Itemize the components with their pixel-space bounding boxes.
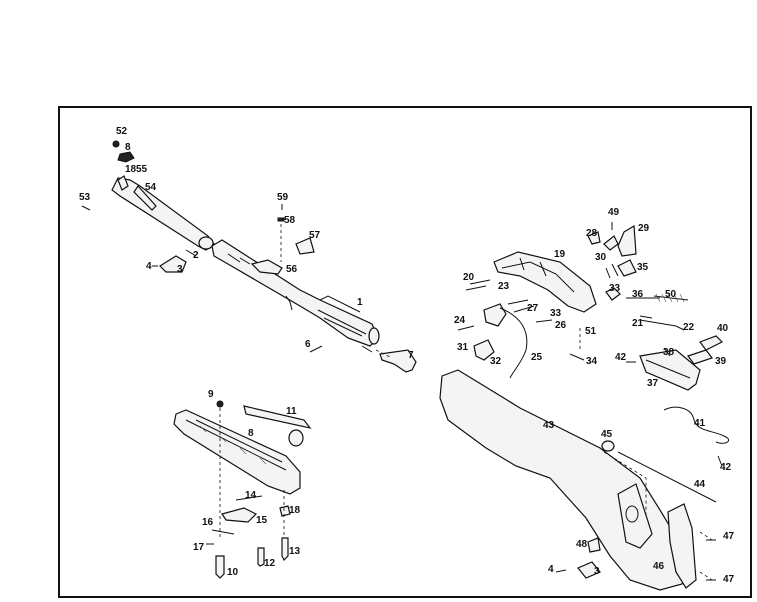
part-number-label-p27: 27 bbox=[527, 303, 539, 314]
part-number-label-p43: 43 bbox=[543, 420, 555, 431]
part-number-label-p56: 56 bbox=[286, 264, 298, 275]
part-number-label-p4a: 4 bbox=[146, 261, 152, 272]
butt-swivel-parts bbox=[555, 537, 601, 579]
part-number-label-p20: 20 bbox=[463, 272, 475, 283]
part-number-label-p38: 38 bbox=[663, 347, 675, 358]
part-number-label-p58: 58 bbox=[284, 215, 296, 226]
diagram-frame bbox=[58, 106, 752, 598]
part-number-label-p16: 16 bbox=[202, 517, 214, 528]
part-number-label-p7: 7 bbox=[408, 350, 414, 361]
part-number-label-p54: 54 bbox=[145, 182, 157, 193]
part-number-label-p49: 49 bbox=[608, 207, 620, 218]
part-number-label-p48: 48 bbox=[576, 539, 588, 550]
part-number-label-p32: 32 bbox=[490, 356, 502, 367]
receiver-group bbox=[457, 222, 724, 379]
part-number-label-p59: 59 bbox=[277, 192, 289, 203]
part-number-label-p24: 24 bbox=[454, 315, 466, 326]
part-number-label-p52: 52 bbox=[116, 126, 128, 137]
rear-sight-parts bbox=[277, 204, 315, 262]
part-number-label-p29: 29 bbox=[638, 223, 650, 234]
part-number-label-p35: 35 bbox=[637, 262, 649, 273]
part-number-label-p57: 57 bbox=[309, 230, 321, 241]
part-number-label-p9: 9 bbox=[208, 389, 214, 400]
part-number-label-p6: 6 bbox=[305, 339, 311, 350]
part-number-label-p46: 46 bbox=[653, 561, 665, 572]
part-number-label-p2: 2 bbox=[193, 250, 199, 261]
part-number-label-p3a: 3 bbox=[177, 264, 183, 275]
part-number-label-p3b: 3 bbox=[594, 566, 600, 577]
part-number-label-p25: 25 bbox=[531, 352, 543, 363]
trigger-housing bbox=[626, 347, 701, 391]
part-number-label-p12: 12 bbox=[264, 558, 276, 569]
part-number-label-p11: 11 bbox=[286, 406, 297, 417]
part-number-label-p42b: 42 bbox=[720, 462, 732, 473]
stock bbox=[439, 369, 729, 591]
part-number-label-p36: 36 bbox=[632, 289, 644, 300]
part-number-label-p10: 10 bbox=[227, 567, 239, 578]
part-number-label-p41: 41 bbox=[694, 418, 706, 429]
part-number-label-p30: 30 bbox=[595, 252, 607, 263]
part-number-label-p31: 31 bbox=[457, 342, 469, 353]
part-number-label-p47a: 47 bbox=[723, 531, 735, 542]
part-number-label-p28: 28 bbox=[586, 228, 598, 239]
barrel-assembly bbox=[111, 175, 380, 353]
part-number-label-p51: 51 bbox=[585, 326, 597, 337]
part-number-label-p18b: 18 bbox=[289, 505, 301, 516]
part-number-label-p22: 22 bbox=[683, 322, 695, 333]
part-number-label-p18: 18 bbox=[125, 164, 137, 175]
part-number-label-p8a: 8 bbox=[125, 142, 131, 153]
bolt-and-pin bbox=[309, 345, 417, 373]
part-number-label-p14: 14 bbox=[245, 490, 257, 501]
part-number-label-p13: 13 bbox=[289, 546, 301, 557]
part-number-label-p33a: 33 bbox=[609, 283, 621, 294]
part-number-label-p53: 53 bbox=[79, 192, 91, 203]
part-number-label-p26: 26 bbox=[555, 320, 567, 331]
part-number-label-p42a: 42 bbox=[615, 352, 627, 363]
part-number-label-p17: 17 bbox=[193, 542, 205, 553]
front-sight-parts bbox=[81, 140, 197, 273]
part-number-label-p15: 15 bbox=[256, 515, 268, 526]
part-number-label-p40: 40 bbox=[717, 323, 729, 334]
part-number-label-p4b: 4 bbox=[548, 564, 554, 575]
part-number-label-p47b: 47 bbox=[723, 574, 735, 585]
part-number-label-p33b: 33 bbox=[550, 308, 562, 319]
part-number-label-p45: 45 bbox=[601, 429, 613, 440]
part-number-label-p21: 21 bbox=[632, 318, 644, 329]
part-number-label-p44: 44 bbox=[694, 479, 706, 490]
part-number-label-p37: 37 bbox=[647, 378, 659, 389]
part-number-label-p39: 39 bbox=[715, 356, 727, 367]
handguard-group bbox=[173, 400, 312, 579]
part-number-label-p19: 19 bbox=[554, 249, 566, 260]
part-number-label-p34: 34 bbox=[586, 356, 598, 367]
part-number-label-p50: 50 bbox=[665, 289, 677, 300]
part-number-label-p1: 1 bbox=[357, 297, 363, 308]
part-number-label-p23: 23 bbox=[498, 281, 510, 292]
part-number-label-p8b: 8 bbox=[248, 428, 254, 439]
part-number-label-p55: 55 bbox=[136, 164, 148, 175]
